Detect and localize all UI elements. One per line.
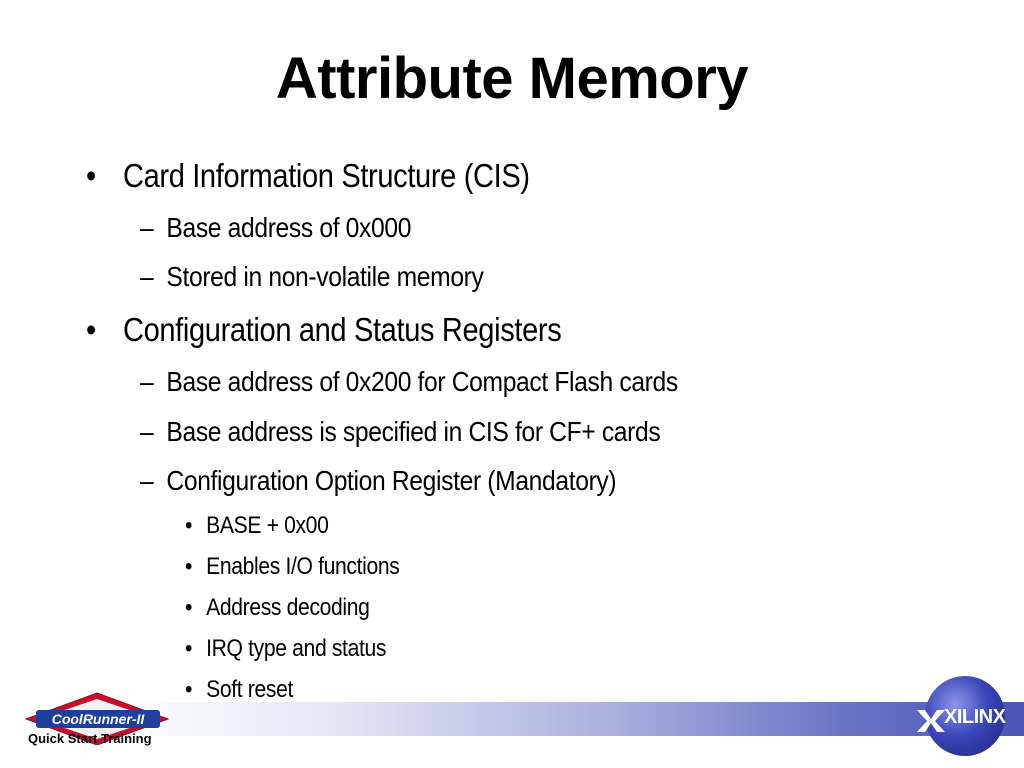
bullet-text: Base address of 0x200 for Compact Flash … xyxy=(166,366,678,397)
bullet-marker: • xyxy=(185,594,193,621)
xilinx-logo-icon xyxy=(917,710,945,732)
bullet-text: Stored in non-volatile memory xyxy=(166,261,484,292)
coolrunner-logo-icon: CoolRunner-II xyxy=(22,691,172,745)
sub-sub-bullet-item: • IRQ type and status xyxy=(185,635,386,663)
sub-sub-bullet-item: • Enables I/O functions xyxy=(185,553,400,581)
bullet-marker: • xyxy=(185,553,193,580)
bullet-text: Configuration and Status Registers xyxy=(122,311,562,348)
sub-bullet-item: –Base address of 0x000 xyxy=(140,212,411,244)
sub-sub-bullet-item: • Soft reset xyxy=(185,676,293,704)
sub-bullet-item: –Stored in non-volatile memory xyxy=(140,261,484,293)
dash-marker: – xyxy=(140,416,154,447)
dash-marker: – xyxy=(140,212,154,243)
sub-bullet-item: –Base address of 0x200 for Compact Flash… xyxy=(140,366,678,398)
sub-sub-bullet-item: • Address decoding xyxy=(185,594,370,622)
bullet-marker: • xyxy=(86,157,96,194)
bullet-text: Configuration Option Register (Mandatory… xyxy=(166,465,617,496)
footer-caption: Quick Start Training xyxy=(28,731,152,746)
bullet-text: IRQ type and status xyxy=(206,635,387,662)
bullet-text: Enables I/O functions xyxy=(206,553,400,580)
bullet-item: • Card Information Structure (CIS) xyxy=(86,157,530,195)
dash-marker: – xyxy=(140,261,154,292)
bullet-text: Card Information Structure (CIS) xyxy=(122,157,530,194)
bullet-marker: • xyxy=(185,635,193,662)
bullet-marker: • xyxy=(185,512,193,539)
bullet-text: Soft reset xyxy=(206,676,293,703)
bullet-text: BASE + 0x00 xyxy=(206,512,329,539)
xilinx-logo-text: XILINX xyxy=(944,706,1006,728)
bullet-text: Base address of 0x000 xyxy=(166,212,412,243)
slide-title: Attribute Memory xyxy=(275,46,749,111)
footer-band xyxy=(110,702,1024,736)
sub-bullet-item: –Base address is specified in CIS for CF… xyxy=(140,416,661,448)
dash-marker: – xyxy=(140,465,154,496)
dash-marker: – xyxy=(140,366,154,397)
bullet-marker: • xyxy=(185,676,193,703)
sub-sub-bullet-item: • BASE + 0x00 xyxy=(185,512,329,540)
coolrunner-logo-text: CoolRunner-II xyxy=(52,711,146,727)
bullet-marker: • xyxy=(86,311,96,348)
bullet-text: Base address is specified in CIS for CF+… xyxy=(166,416,661,447)
bullet-item: • Configuration and Status Registers xyxy=(86,311,562,349)
sub-bullet-item: –Configuration Option Register (Mandator… xyxy=(140,465,617,497)
bullet-text: Address decoding xyxy=(206,594,370,621)
